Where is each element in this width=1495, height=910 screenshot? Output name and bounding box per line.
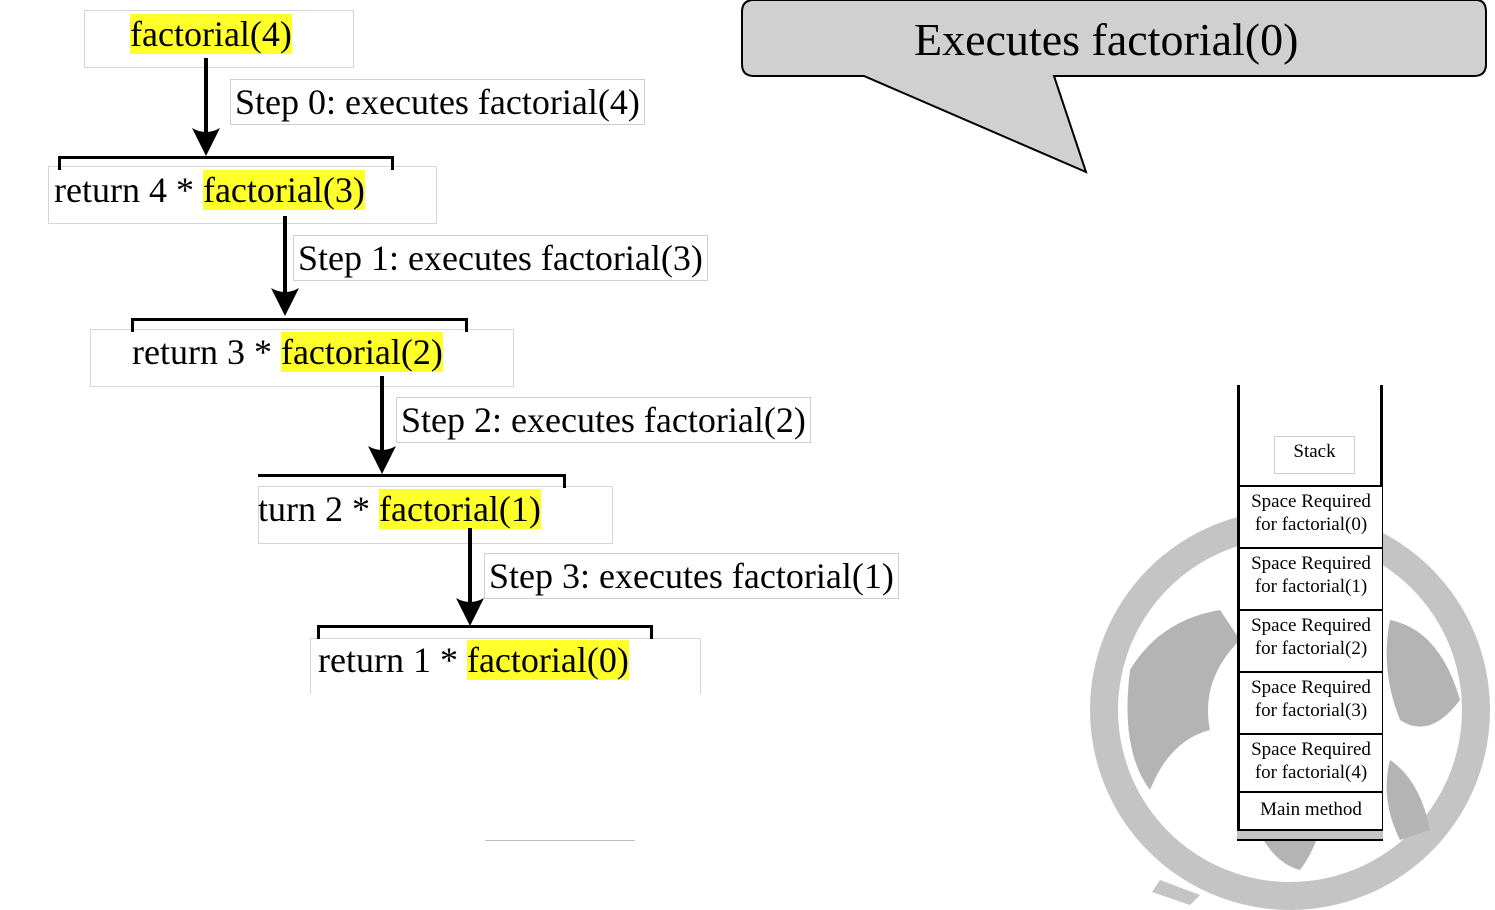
call-prefix: turn 2 *: [258, 489, 379, 529]
call-highlight: factorial(4): [130, 14, 292, 54]
stack-frame-line: for factorial(3): [1254, 700, 1368, 721]
call-bracket-1: [58, 156, 394, 170]
stack-frame-line: Space Required: [1251, 615, 1371, 636]
call-bracket-4: [317, 625, 653, 639]
stack-frame-0: Space Required for factorial(0): [1240, 485, 1382, 547]
call-line-1: return 4 * factorial(3): [54, 170, 365, 210]
call-prefix: return 4 *: [54, 170, 203, 210]
stack-title: Stack: [1293, 441, 1336, 462]
stack-frame-line: Space Required: [1251, 677, 1371, 698]
step-label-0: Step 0: executes factorial(4): [230, 79, 645, 125]
call-bracket-3: [258, 474, 566, 488]
call-highlight: factorial(2): [280, 332, 443, 372]
call-highlight: factorial(0): [466, 640, 629, 680]
stack-frame-3: Space Required for factorial(3): [1240, 671, 1382, 733]
call-prefix: return 1 *: [318, 640, 467, 680]
stack-base: [1237, 831, 1383, 841]
call-highlight: factorial(3): [202, 170, 365, 210]
stack-frame-4: Space Required for factorial(4): [1240, 733, 1382, 791]
call-line-3: turn 2 * factorial(1): [258, 489, 541, 529]
stack-frame-line: Space Required: [1251, 491, 1371, 512]
call-highlight: factorial(1): [379, 489, 541, 529]
stack-frame-1: Space Required for factorial(1): [1240, 547, 1382, 609]
callout-text: Executes factorial(0): [914, 14, 1299, 65]
stack-frame-line: for factorial(2): [1254, 638, 1368, 659]
stack-frame-2: Space Required for factorial(2): [1240, 609, 1382, 671]
stack-frame-line: for factorial(1): [1254, 576, 1368, 597]
stack-frame-main: Main method: [1240, 791, 1382, 831]
speech-callout: [741, 0, 1487, 174]
call-bracket-2: [131, 318, 468, 332]
divider-line: [485, 840, 635, 841]
stack-frame-line: Main method: [1260, 799, 1362, 820]
call-line-2: return 3 * factorial(2): [132, 332, 443, 372]
call-prefix: return 3 *: [132, 332, 281, 372]
stack-frame-line: for factorial(4): [1254, 762, 1368, 783]
stack-title-box: [1274, 436, 1355, 474]
stack-frame-line: Space Required: [1251, 553, 1371, 574]
stack-left-wall: [1237, 385, 1240, 841]
stack-frame-line: Space Required: [1251, 739, 1371, 760]
step-label-1: Step 1: executes factorial(3): [293, 235, 708, 281]
step-label-2: Step 2: executes factorial(2): [396, 397, 811, 443]
call-line-0: factorial(4): [130, 14, 292, 54]
call-line-4: return 1 * factorial(0): [318, 640, 629, 680]
step-label-3: Step 3: executes factorial(1): [484, 553, 899, 599]
stack-frame-line: for factorial(0): [1254, 514, 1368, 535]
